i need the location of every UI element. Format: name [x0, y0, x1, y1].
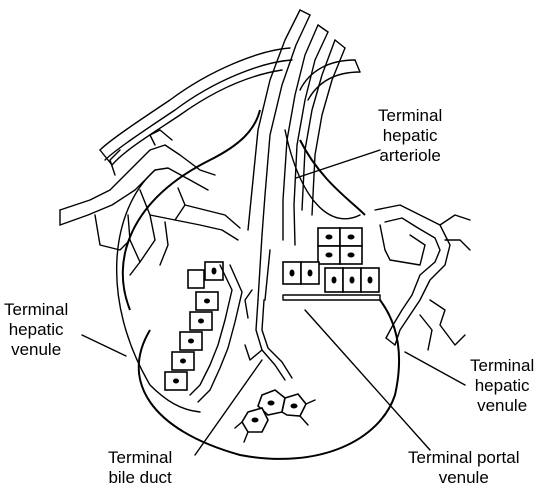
label-terminal-hepatic-venule-left: Terminal hepatic venule	[4, 300, 68, 360]
hepatocyte-cluster-bottom	[235, 390, 315, 442]
right-venule-network	[375, 205, 470, 350]
portal-tract-vessels	[100, 10, 360, 245]
hepatocyte-cluster-upper-right	[283, 228, 380, 300]
label-terminal-hepatic-arteriole: Terminal hepatic arteriole	[378, 106, 442, 166]
leader-venule-right	[405, 352, 465, 385]
label-terminal-hepatic-venule-right: Terminal hepatic venule	[470, 356, 534, 416]
leader-venule-left	[82, 335, 126, 356]
hepatocyte-cluster-left	[165, 262, 242, 402]
bile-duct-tree	[245, 235, 292, 380]
label-terminal-portal-venule: Terminal portal venule	[408, 448, 520, 488]
label-terminal-bile-duct: Terminal bile duct	[108, 448, 172, 488]
leader-portal-venule	[305, 310, 430, 450]
left-venule-network	[60, 130, 240, 275]
